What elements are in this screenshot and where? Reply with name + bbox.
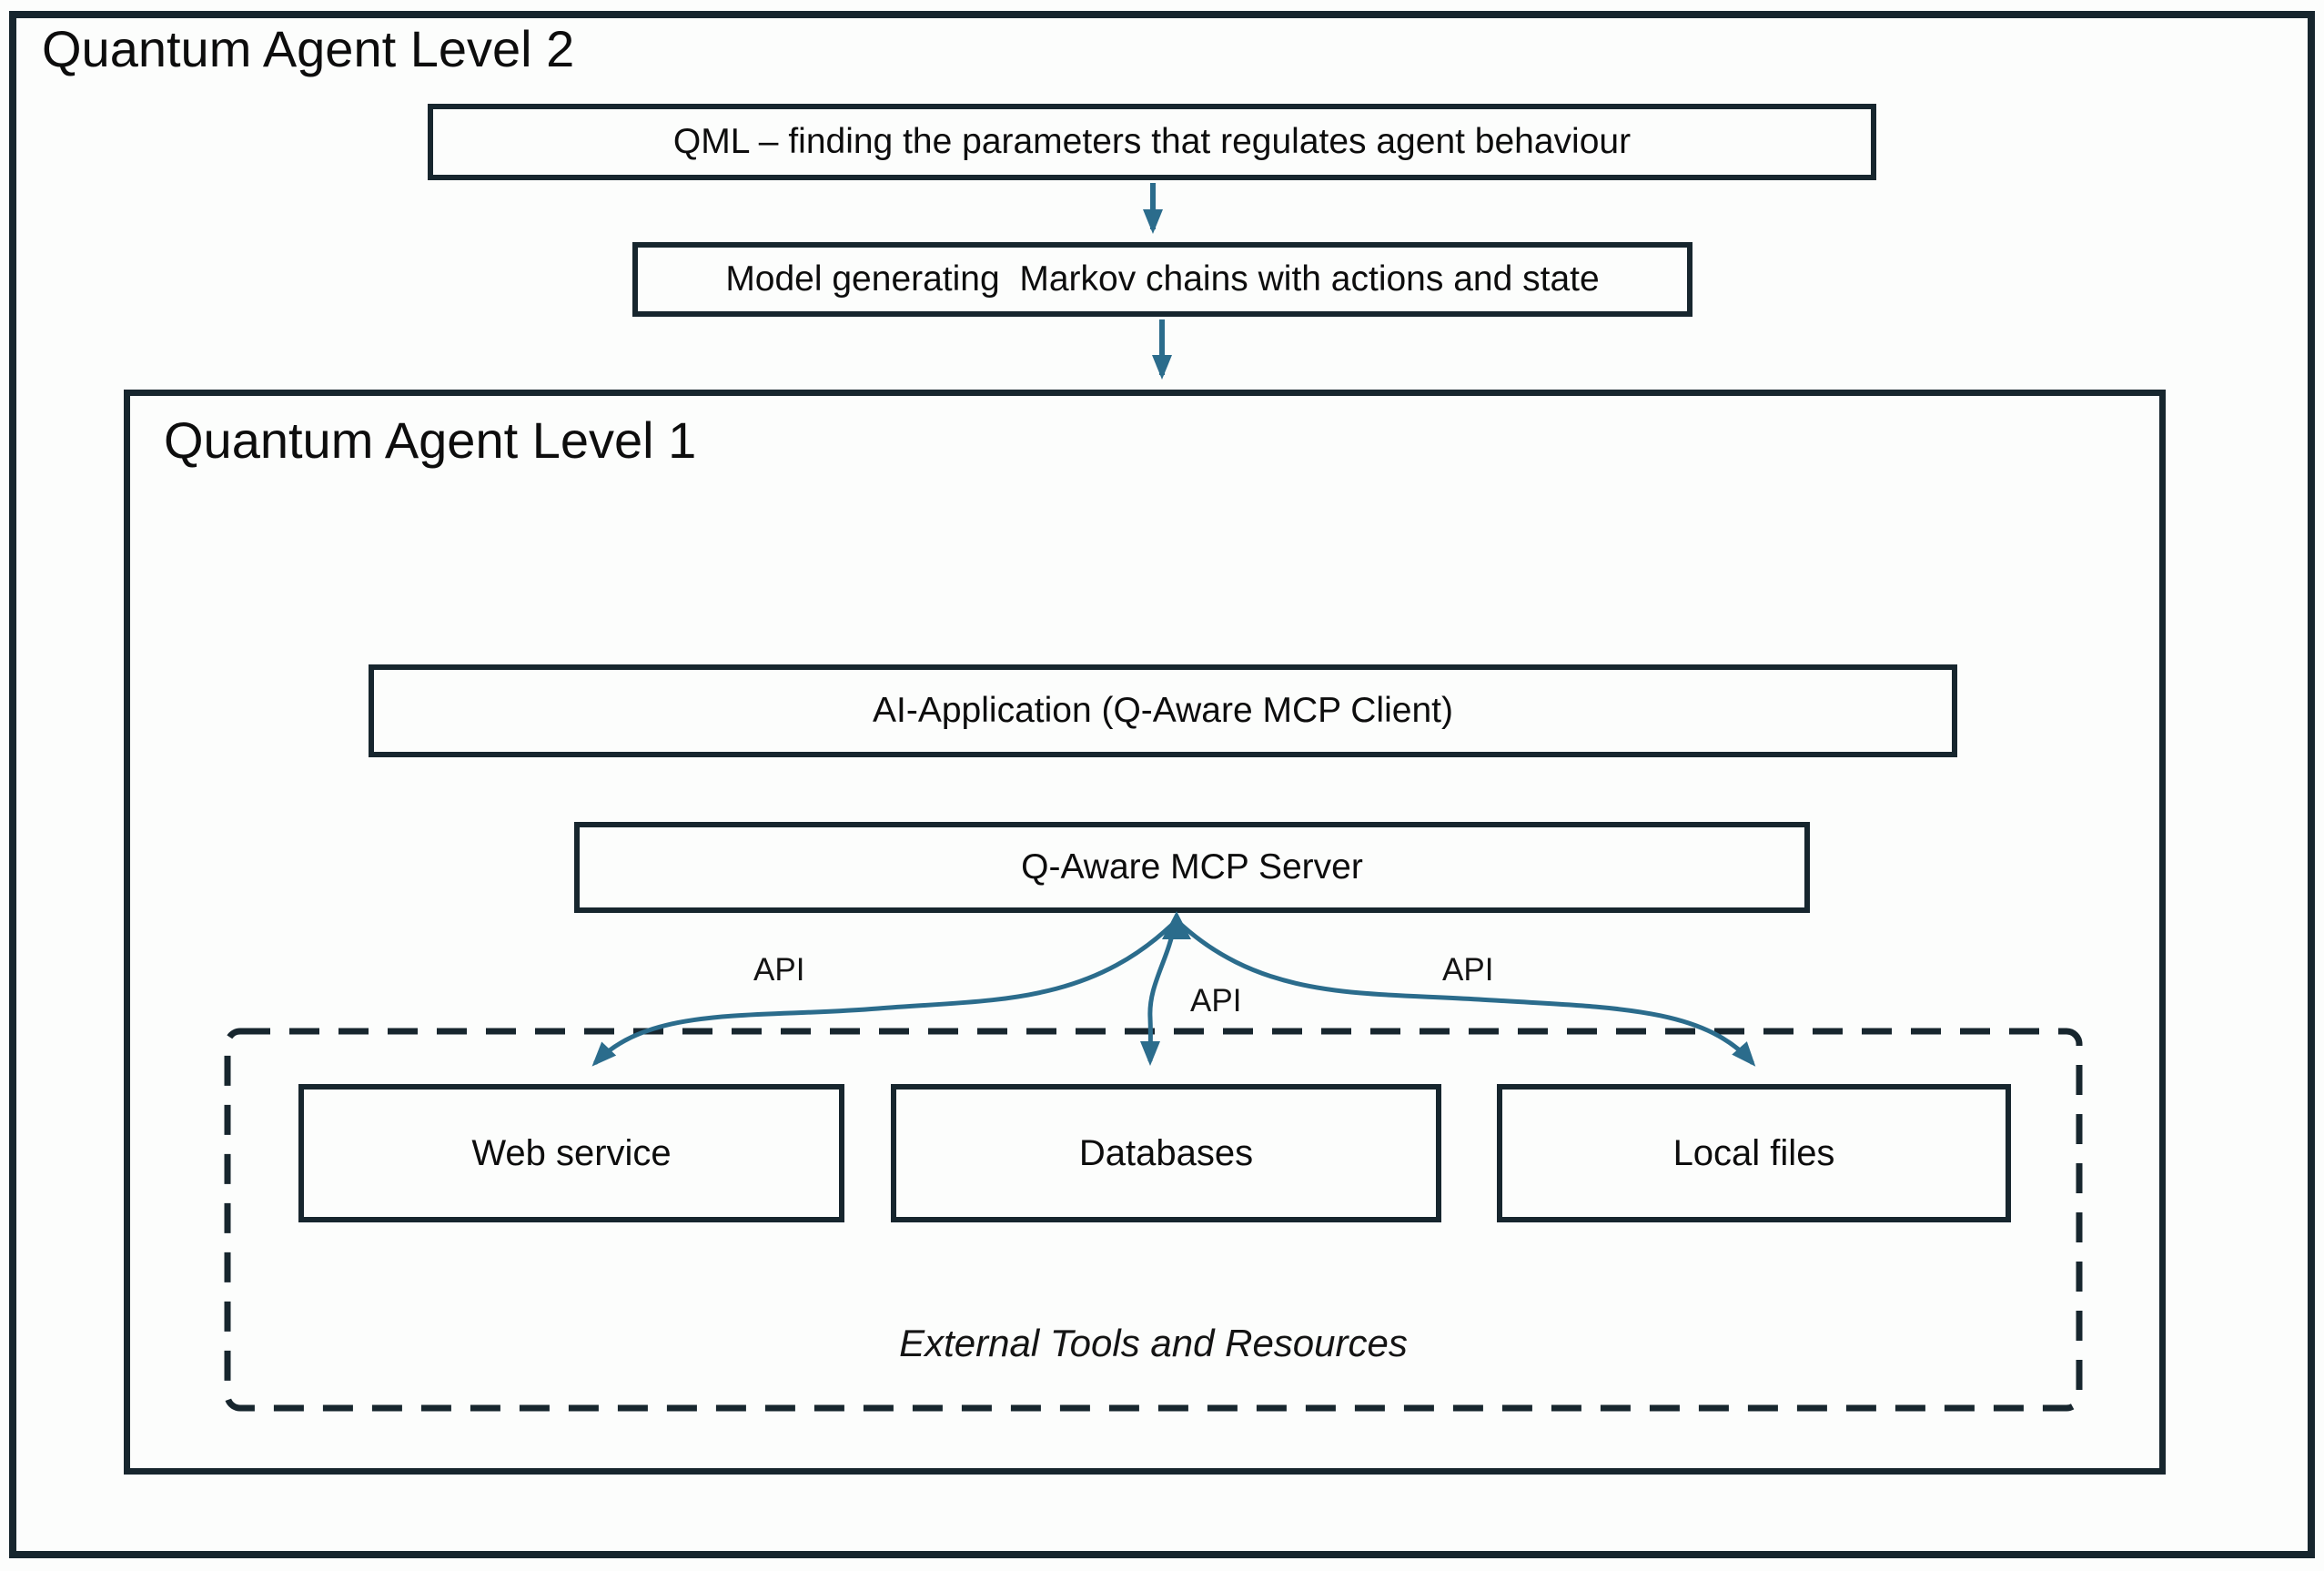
local-files-box: Local files — [1497, 1084, 2011, 1222]
local-files-box-label: Local files — [1672, 1133, 1835, 1173]
api-label-right: API — [1442, 952, 1494, 988]
ai-application-box: AI-Application (Q-Aware MCP Client) — [369, 664, 1957, 757]
databases-box: Databases — [891, 1084, 1441, 1222]
qml-box-label: QML – finding the parameters that regula… — [672, 121, 1632, 161]
databases-box-label: Databases — [1078, 1133, 1254, 1173]
external-tools-caption: External Tools and Resources — [899, 1322, 1408, 1364]
mcp-server-box: Q-Aware MCP Server — [574, 822, 1810, 913]
api-label-middle: API — [1190, 983, 1242, 1019]
quantum-agent-level-2-container — [9, 11, 2315, 1558]
web-service-box: Web service — [298, 1084, 844, 1222]
quantum-agent-level-2-title: Quantum Agent Level 2 — [42, 20, 575, 77]
model-box: Model generating Markov chains with acti… — [632, 242, 1692, 317]
quantum-agent-level-1-container — [124, 390, 2166, 1475]
mcp-server-box-label: Q-Aware MCP Server — [1021, 846, 1363, 887]
web-service-box-label: Web service — [471, 1133, 672, 1173]
model-box-label: Model generating Markov chains with acti… — [725, 258, 1600, 299]
qml-box: QML – finding the parameters that regula… — [428, 104, 1876, 180]
quantum-agent-level-1-title: Quantum Agent Level 1 — [164, 411, 697, 469]
ai-application-box-label: AI-Application (Q-Aware MCP Client) — [873, 690, 1453, 730]
api-label-left: API — [753, 952, 805, 988]
